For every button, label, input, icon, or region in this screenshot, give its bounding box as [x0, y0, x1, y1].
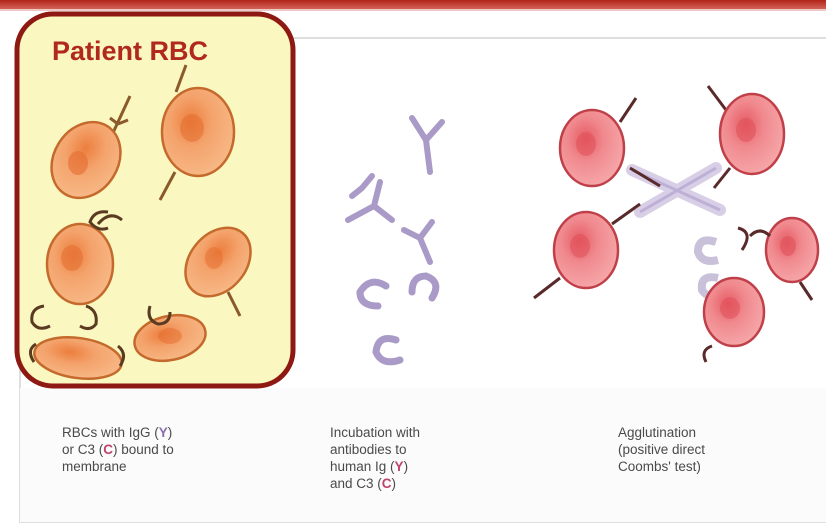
caption-agglutination: Agglutination (positive direct Coombs' t…	[618, 424, 705, 475]
caption-line: RBCs with IgG (Y)	[62, 424, 174, 441]
caption-line: and C3 (C)	[330, 475, 420, 492]
caption-line: human Ig (Y)	[330, 458, 420, 475]
caption-text: human Ig (	[330, 459, 395, 474]
caption-line: (positive direct	[618, 441, 705, 458]
top-bar	[0, 0, 826, 10]
patient-rbc-label: Patient RBC	[52, 36, 208, 67]
caption-line: membrane	[62, 458, 174, 475]
caption-patient-rbc: RBCs with IgG (Y) or C3 (C) bound to mem…	[62, 424, 174, 475]
caption-line: Agglutination	[618, 424, 705, 441]
caption-incubation: Incubation with antibodies to human Ig (…	[330, 424, 420, 492]
caption-line: Coombs' test)	[618, 458, 705, 475]
caption-text: )	[168, 425, 173, 440]
caption-text: RBCs with IgG (	[62, 425, 159, 440]
anti-c3-symbol: C	[382, 476, 392, 491]
caption-text: ) bound to	[113, 442, 174, 457]
caption-text: or C3 (	[62, 442, 103, 457]
caption-line: Incubation with	[330, 424, 420, 441]
caption-text: )	[404, 459, 409, 474]
caption-line: antibodies to	[330, 441, 420, 458]
c3-symbol: C	[103, 442, 113, 457]
anti-igg-symbol: Y	[395, 459, 404, 474]
caption-text: )	[392, 476, 397, 491]
caption-line: or C3 (C) bound to	[62, 441, 174, 458]
igg-symbol: Y	[159, 425, 168, 440]
caption-text: and C3 (	[330, 476, 382, 491]
